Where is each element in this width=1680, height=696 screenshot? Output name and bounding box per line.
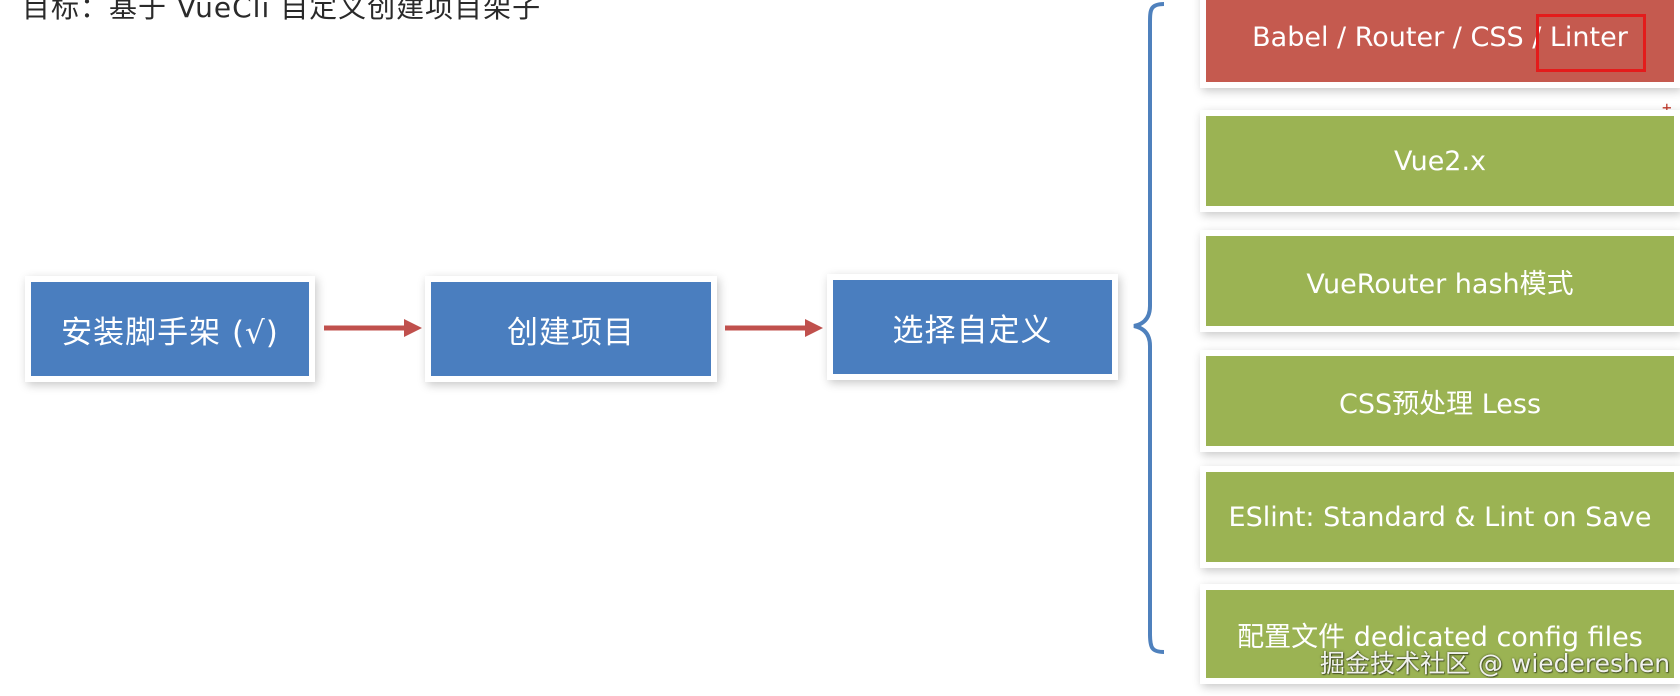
step-create-project: 创建项目 [431, 282, 711, 376]
plus-mark: + [1662, 98, 1672, 117]
curly-brace [1133, 2, 1165, 654]
option-eslint: ESlint: Standard & Lint on Save [1206, 472, 1674, 562]
option-css-less: CSS预处理 Less [1206, 356, 1674, 446]
highlight-box-linter [1536, 14, 1646, 72]
option-babel-router-css-linter: Babel / Router / CSS / Linter [1206, 0, 1674, 82]
flow-arrow-2 [725, 319, 823, 337]
page-title: 目标：基于 VueCli 自定义创建项目架子 [22, 0, 542, 24]
option-vue2: Vue2.x [1206, 116, 1674, 206]
watermark: 掘金技术社区 @ wiedereshen [1320, 649, 1671, 678]
step-install-scaffold: 安装脚手架 (√) [31, 282, 309, 376]
option-vuerouter-hash: VueRouter hash模式 [1206, 236, 1674, 326]
step-choose-custom: 选择自定义 [833, 280, 1112, 374]
option-config-files: 配置文件 dedicated config files [1206, 590, 1674, 678]
flow-arrow-1 [324, 319, 422, 337]
